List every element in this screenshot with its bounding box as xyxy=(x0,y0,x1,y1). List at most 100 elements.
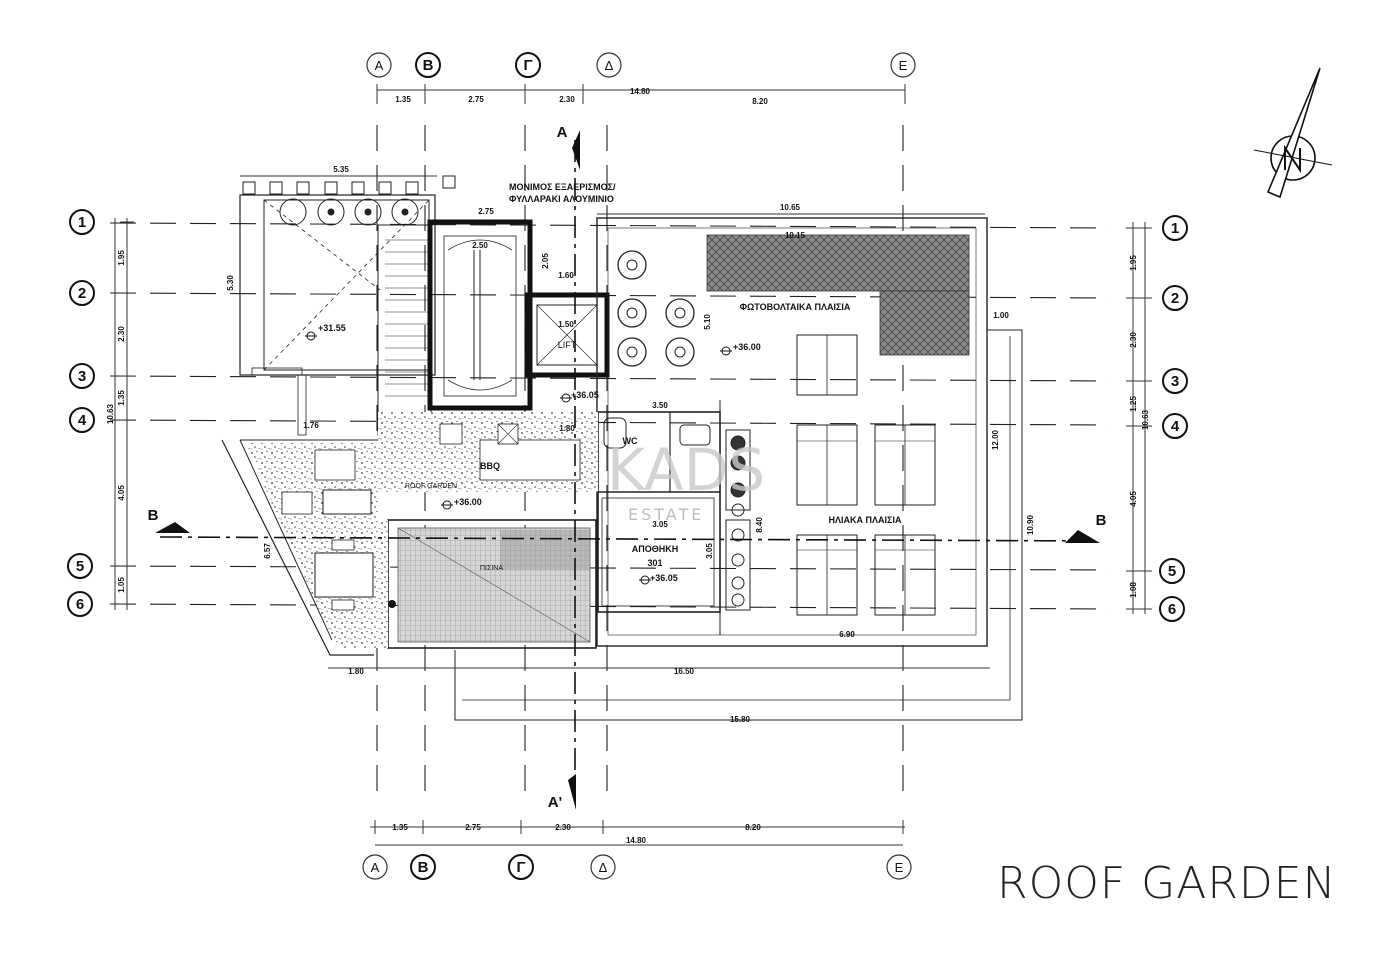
right-axis-markers: 1 2 3 4 5 6 xyxy=(1159,215,1188,622)
level-markers xyxy=(305,331,732,585)
section-mark-b-right: B xyxy=(1096,512,1107,529)
pool-step-zone xyxy=(500,530,590,570)
section-arrows xyxy=(155,130,1100,810)
dim-storage-width: 3.05 xyxy=(652,520,668,529)
dim-roof-height: 12.00 xyxy=(991,429,1000,450)
right-dim-4: 4.05 xyxy=(1129,491,1138,507)
bottom-dimension-chain xyxy=(370,820,905,846)
label-pool: ΠΙΣΙΝΑ xyxy=(480,565,503,572)
dim-wc-width: 3.50 xyxy=(652,401,668,410)
top-axis-markers: A B Γ Δ E xyxy=(366,52,916,78)
dim-solar-width: 6.90 xyxy=(839,630,855,639)
dim-roof-width: 10.65 xyxy=(780,203,801,212)
axis-label-bottom-b: B xyxy=(418,859,429,876)
label-storage: ΑΠΟΘΗΚΗ xyxy=(632,544,679,554)
level-terrace: +31.55 xyxy=(318,323,346,333)
dim-stair-width: 2.75 xyxy=(478,207,494,216)
pv-panels-top xyxy=(706,234,970,292)
axis-label-bottom-a: A xyxy=(371,860,380,875)
right-dim-total: 10.63 xyxy=(1141,409,1150,430)
left-dim-5: 1.05 xyxy=(117,577,126,593)
axis-label-right-2: 2 xyxy=(1171,290,1179,307)
label-storage-number: 301 xyxy=(647,558,662,568)
pool-light-icon xyxy=(388,600,396,608)
bottom-dim-4: 8.20 xyxy=(745,823,761,832)
axis-label-left-6: 6 xyxy=(76,596,84,613)
axis-label-bottom-d: Δ xyxy=(599,860,608,875)
dim-outer-width: 15.80 xyxy=(730,715,751,724)
right-dim-3: 1.25 xyxy=(1129,396,1138,412)
top-dim-1: 1.35 xyxy=(395,95,411,104)
north-arrow-icon xyxy=(1253,67,1333,199)
top-dimension-chain xyxy=(376,84,906,104)
level-garden: +36.00 xyxy=(454,497,482,507)
right-dim-1: 1.95 xyxy=(1129,255,1138,271)
top-dim-3: 2.30 xyxy=(559,95,575,104)
dim-lift-width: 1.50 xyxy=(558,320,574,329)
axis-label-right-4: 4 xyxy=(1171,418,1180,435)
dim-garden-offset: 1.80 xyxy=(348,667,364,676)
dim-tank-zone: 5.10 xyxy=(703,314,712,330)
left-dim-total: 10.63 xyxy=(106,403,115,424)
bottom-axis-markers: A B Γ Δ E xyxy=(362,854,912,880)
dim-block-height: 8.40 xyxy=(755,517,764,533)
level-landing: +36.05 xyxy=(571,390,599,400)
dim-lift-height: 2.05 xyxy=(541,253,550,269)
right-dim-5: 1.08 xyxy=(1129,582,1138,598)
dim-stair-inner: 2.50 xyxy=(472,241,488,250)
axis-label-bottom-g: Γ xyxy=(516,859,525,876)
left-axis-markers: 1 2 3 4 5 6 xyxy=(67,209,95,617)
dim-lift-top: 1.60 xyxy=(558,271,574,280)
dim-storage-height: 3.05 xyxy=(705,543,714,559)
left-dim-2: 2.30 xyxy=(117,326,126,342)
section-lines xyxy=(159,140,1096,800)
grid-lines xyxy=(109,125,1111,800)
section-mark-b-left: B xyxy=(148,507,159,524)
pv-panels-lower xyxy=(879,290,970,356)
pool-diagonal xyxy=(397,527,591,643)
axis-label-left-5: 5 xyxy=(76,558,84,575)
dim-garden-slope: 6.57 xyxy=(263,543,272,559)
right-dim-2: 2.30 xyxy=(1129,332,1138,348)
dim-terrace-height: 5.30 xyxy=(226,275,235,291)
dim-outer-height: 10.90 xyxy=(1026,514,1035,535)
label-solar-panels: ΗΛΙΑΚΑ ΠΛΑΙΣΙΑ xyxy=(829,515,902,525)
axis-label-right-6: 6 xyxy=(1168,601,1176,618)
label-pv-panels: ΦΩΤΟΒΟΛΤΑΙΚΑ ΠΛΑΙΣΙΑ xyxy=(740,302,851,312)
axis-label-top-d: Δ xyxy=(605,58,614,73)
axis-label-top-e: E xyxy=(899,58,908,73)
left-dim-1: 1.95 xyxy=(117,250,126,266)
bottom-dim-2: 2.75 xyxy=(465,823,481,832)
level-storage: +36.05 xyxy=(650,573,678,583)
axis-label-right-3: 3 xyxy=(1171,373,1179,390)
watermark-logo: KADS xyxy=(607,436,765,504)
axis-label-right-5: 5 xyxy=(1168,563,1176,580)
left-dim-3: 1.35 xyxy=(117,390,126,406)
label-enclosure-line1: ΜΟΝΙΜΟΣ ΕΞΑΕΡΙΣΜΟΣ/ xyxy=(509,182,616,192)
axis-label-left-1: 1 xyxy=(78,214,86,231)
right-dimension-chain xyxy=(1126,222,1152,614)
top-dim-2: 2.75 xyxy=(468,95,484,104)
axis-label-left-2: 2 xyxy=(78,285,86,302)
section-mark-a-top: A xyxy=(557,124,568,141)
dim-pv-width: 10.15 xyxy=(785,231,806,240)
axis-label-left-3: 3 xyxy=(78,368,86,385)
axis-label-top-b: B xyxy=(423,57,434,74)
label-bbq: BBQ xyxy=(480,461,500,471)
bottom-dim-1: 1.35 xyxy=(392,823,408,832)
garden-furniture xyxy=(281,423,581,611)
label-roof-garden: ROOF GARDEN xyxy=(405,483,457,490)
axis-label-left-4: 4 xyxy=(78,412,87,429)
label-wc: WC xyxy=(623,436,638,446)
bottom-dim-total: 14.80 xyxy=(626,836,647,845)
axis-label-top-g: Γ xyxy=(523,57,532,74)
dim-edge-offset: 1.00 xyxy=(993,311,1009,320)
top-dim-4: 8.20 xyxy=(752,97,768,106)
axis-label-right-1: 1 xyxy=(1171,220,1179,237)
left-dimension-chain xyxy=(114,218,134,610)
top-dim-total: 14.80 xyxy=(630,87,651,96)
dim-total-width: 16.50 xyxy=(674,667,695,676)
axis-label-top-a: A xyxy=(375,58,384,73)
dim-garden-top: 1.76 xyxy=(303,421,319,430)
